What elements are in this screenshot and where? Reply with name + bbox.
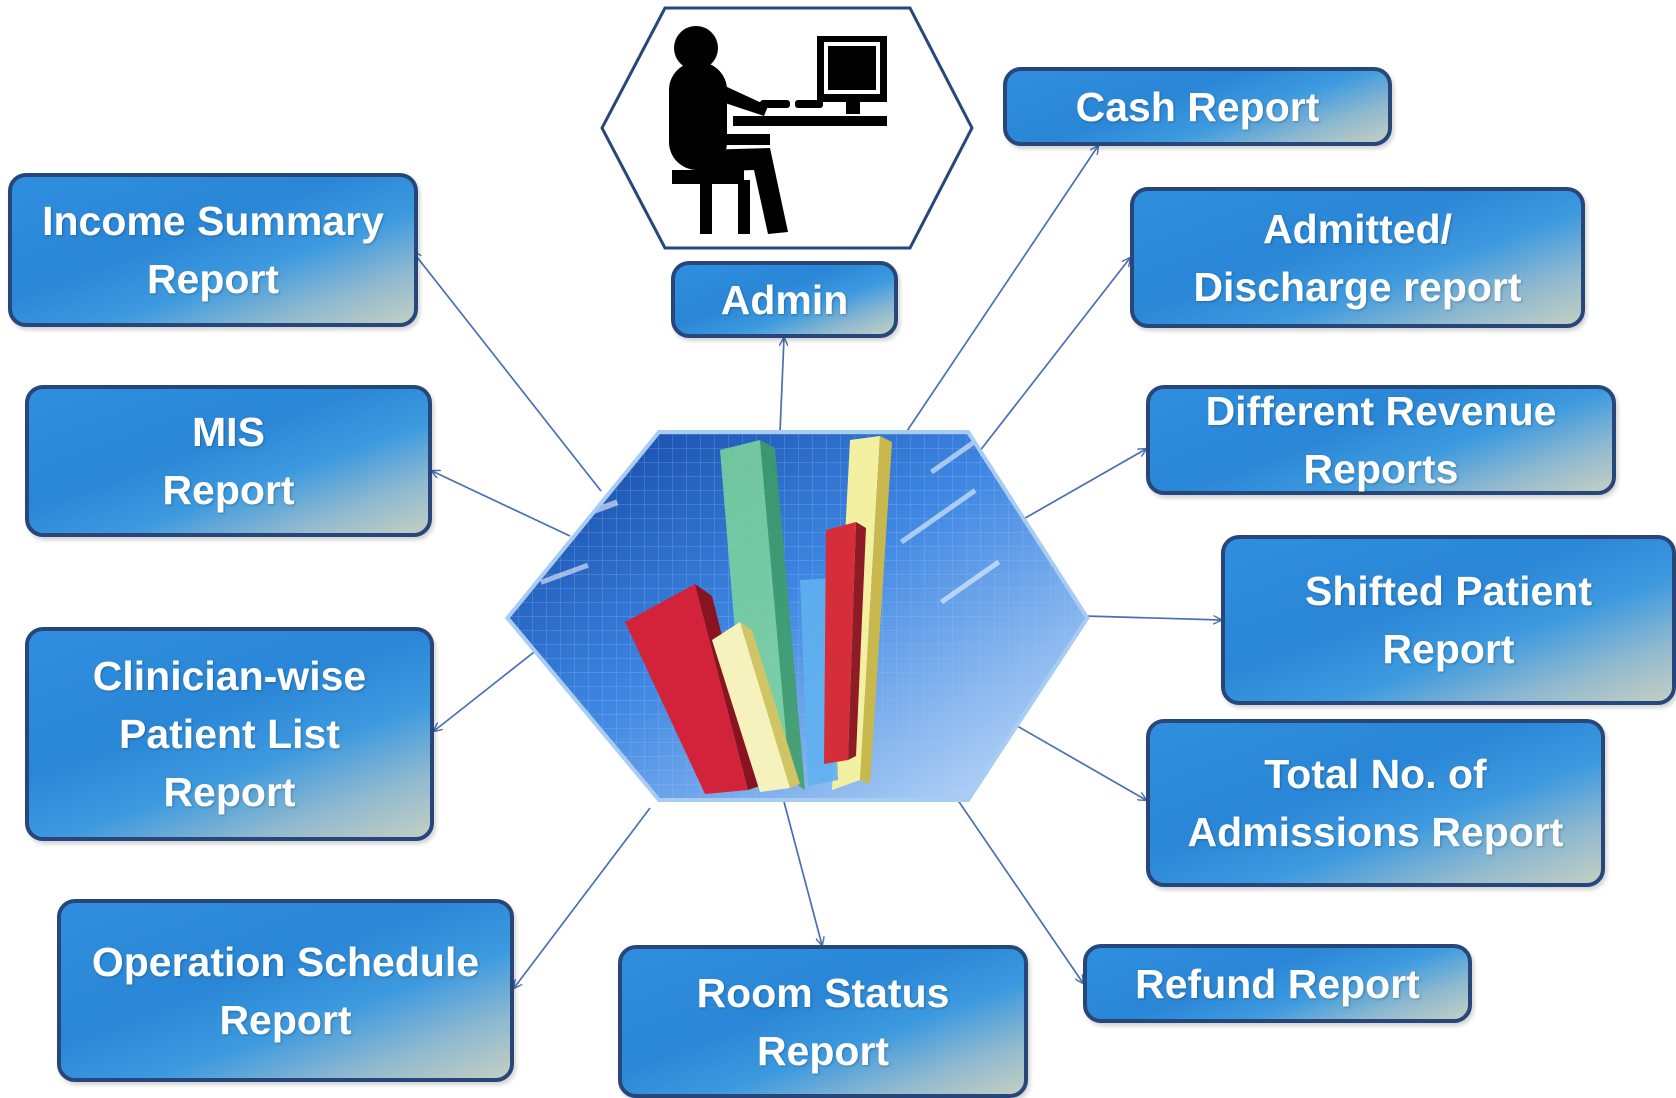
total-admissions-report-box[interactable]: Total No. of Admissions Report xyxy=(1146,719,1605,887)
arrow-to-mis xyxy=(432,471,571,537)
admin-box[interactable]: Admin xyxy=(671,261,898,338)
bar-chart-icon xyxy=(504,430,1090,802)
arrow-to-total-admissions xyxy=(1004,718,1146,800)
arrow-to-different-revenue xyxy=(1019,449,1146,522)
arrow-to-clinician-wise xyxy=(434,644,544,731)
arrow-to-room-status xyxy=(782,797,822,945)
admin-hexagon xyxy=(600,6,974,250)
different-revenue-reports-box[interactable]: Different Revenue Reports xyxy=(1146,385,1616,495)
room-status-report-label: Room Status Report xyxy=(696,969,950,1074)
arrow-to-admitted-discharge xyxy=(971,258,1130,462)
income-summary-report-box[interactable]: Income Summary Report xyxy=(8,173,418,327)
connectors xyxy=(413,146,1221,988)
different-revenue-reports-label: Different Revenue Reports xyxy=(1205,388,1557,492)
shifted-patient-report-label: Shifted Patient Report xyxy=(1304,568,1593,672)
operation-schedule-report-label: Operation Schedule Report xyxy=(91,938,480,1043)
room-status-report-box[interactable]: Room Status Report xyxy=(618,945,1028,1098)
shifted-patient-report-box[interactable]: Shifted Patient Report xyxy=(1221,535,1676,705)
admitted-discharge-report-box[interactable]: Admitted/ Discharge report xyxy=(1130,187,1585,328)
person-at-computer-icon xyxy=(669,26,887,234)
refund-report-box[interactable]: Refund Report xyxy=(1083,944,1472,1023)
mis-report-box[interactable]: MIS Report xyxy=(25,385,432,537)
admin-label: Admin xyxy=(720,276,849,323)
cash-report-label: Cash Report xyxy=(1075,83,1320,130)
admitted-discharge-report-label: Admitted/ Discharge report xyxy=(1193,205,1522,310)
arrow-to-refund xyxy=(954,795,1083,983)
income-summary-report-label: Income Summary Report xyxy=(42,198,384,302)
arrow-to-admin xyxy=(779,338,784,433)
total-admissions-report-label: Total No. of Admissions Report xyxy=(1187,751,1564,855)
cash-report-box[interactable]: Cash Report xyxy=(1003,67,1392,146)
arrow-to-income-summary xyxy=(413,252,602,492)
clinician-wise-patient-list-report-label: Clinician-wise Patient List Report xyxy=(92,653,367,815)
mis-report-label: MIS Report xyxy=(162,409,295,513)
refund-report-label: Refund Report xyxy=(1135,960,1420,1007)
arrow-to-operation-schedule xyxy=(514,807,651,988)
clinician-wise-patient-list-report-box[interactable]: Clinician-wise Patient List Report xyxy=(25,627,434,841)
arrow-to-shifted-patient xyxy=(1084,615,1221,620)
arrow-to-cash-report xyxy=(904,146,1098,435)
operation-schedule-report-box[interactable]: Operation Schedule Report xyxy=(57,899,514,1082)
